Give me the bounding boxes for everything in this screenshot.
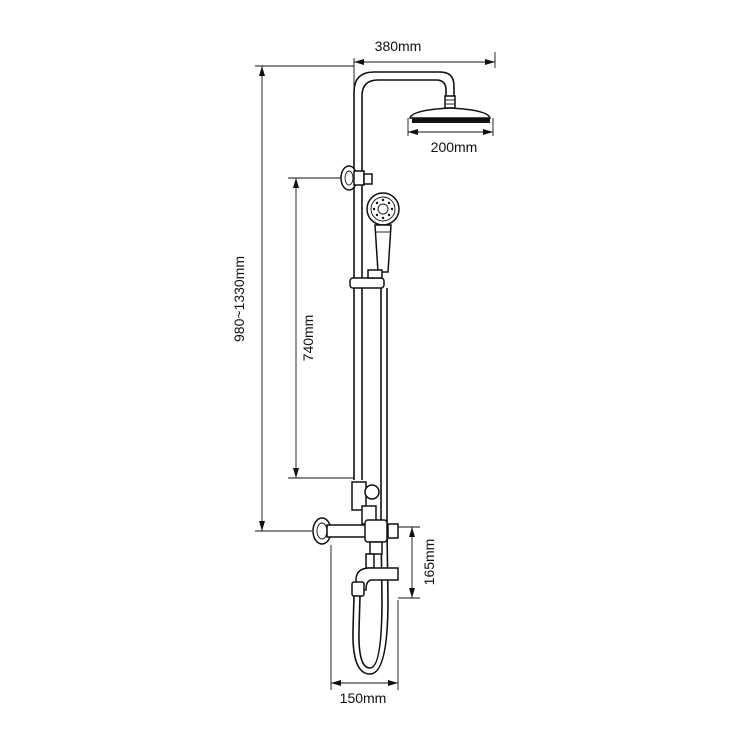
dimension-total-height: 980~1330mm bbox=[231, 65, 354, 532]
mixer-valve bbox=[312, 517, 399, 555]
hand-shower bbox=[366, 192, 400, 273]
slide-holder bbox=[349, 269, 385, 289]
tub-spout bbox=[351, 553, 399, 597]
head-diameter-label: 200mm bbox=[431, 139, 478, 155]
total-height-label: 980~1330mm bbox=[231, 256, 247, 342]
dimension-top-width: 380mm bbox=[353, 38, 496, 88]
dimension-spout-reach: 150mm bbox=[330, 545, 399, 706]
dimension-rail-height: 740mm bbox=[288, 177, 354, 479]
overhead-shower-head bbox=[409, 95, 491, 123]
spout-reach-label: 150mm bbox=[340, 690, 387, 706]
top-width-label: 380mm bbox=[375, 38, 422, 54]
mixer-spout-label: 165mm bbox=[421, 539, 437, 586]
diverter bbox=[351, 481, 380, 525]
dimension-mixer-spout: 165mm bbox=[398, 526, 437, 599]
rail-height-label: 740mm bbox=[300, 315, 316, 362]
shower-hose bbox=[352, 288, 389, 675]
upper-wall-bracket bbox=[340, 165, 373, 191]
riser-pipe bbox=[353, 71, 455, 480]
dimension-head-diameter: 200mm bbox=[407, 118, 494, 155]
